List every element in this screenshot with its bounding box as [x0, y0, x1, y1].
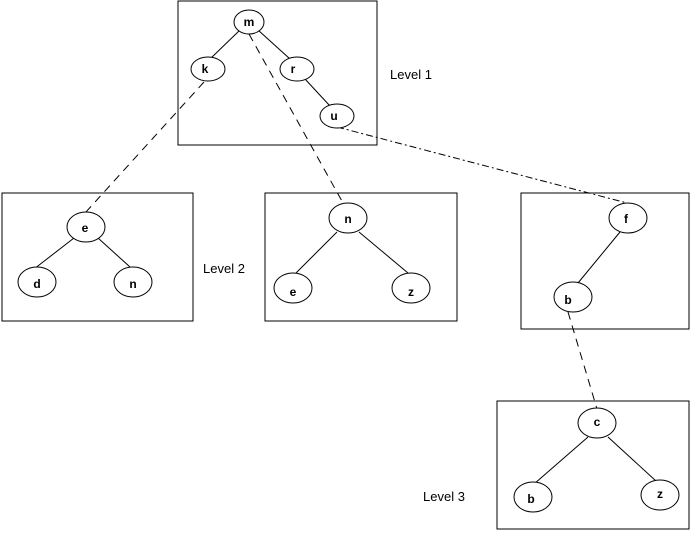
tree-box-level1 [177, 0, 378, 146]
tree-box-level2-left [1, 192, 194, 322]
tree-node: n [328, 202, 368, 234]
node-label: e [290, 285, 297, 299]
tree-node: u [319, 103, 355, 129]
edge-r-u [304, 78, 331, 107]
node-label: f [624, 212, 629, 226]
node-label: r [291, 62, 296, 76]
tree-node: z [391, 272, 431, 304]
edge-f-b [577, 231, 621, 284]
tree-node: c [577, 407, 617, 439]
node-label: k [202, 62, 209, 76]
tree-node: n [113, 266, 153, 298]
node-label: m [244, 15, 255, 29]
node-label: n [129, 277, 136, 291]
tree-node: b [513, 481, 553, 513]
tree-node: d [17, 266, 57, 298]
link-m-to-n [248, 33, 344, 204]
link-b-to-c [567, 311, 598, 410]
level-3-label: Level 3 [423, 489, 465, 504]
tree-box-level3 [496, 400, 690, 530]
tree-box-level2-middle [264, 192, 458, 322]
node-label: u [330, 109, 337, 123]
tree-node: k [190, 56, 226, 82]
tree-node: e [66, 211, 106, 243]
edge-e-d [33, 237, 75, 270]
node-label: e [82, 221, 89, 235]
edge-m-r [257, 29, 291, 60]
node-label: z [657, 487, 663, 501]
tree-node: m [233, 9, 265, 35]
edge-c-b [533, 436, 589, 485]
level-2-label: Level 2 [203, 261, 245, 276]
tree-box-level2-right [520, 192, 690, 330]
tree-node: r [279, 56, 315, 82]
edge-n-z [358, 231, 409, 274]
node-label: z [408, 285, 414, 299]
node-label: b [527, 492, 534, 506]
edge-e-n [97, 237, 131, 268]
link-u-to-f [336, 126, 628, 204]
edge-m-k [209, 29, 241, 60]
node-label: n [344, 212, 351, 226]
tree-node: e [273, 272, 313, 304]
node-label: c [594, 415, 601, 429]
level-1-label: Level 1 [390, 67, 432, 82]
tree-node: z [640, 479, 680, 511]
edge-n-e [295, 231, 338, 274]
node-label: b [564, 293, 571, 307]
link-k-to-e [84, 81, 205, 214]
tree-node: f [608, 202, 648, 234]
edge-c-z [607, 436, 657, 482]
tree-node: b [553, 281, 593, 313]
node-label: d [33, 277, 40, 291]
